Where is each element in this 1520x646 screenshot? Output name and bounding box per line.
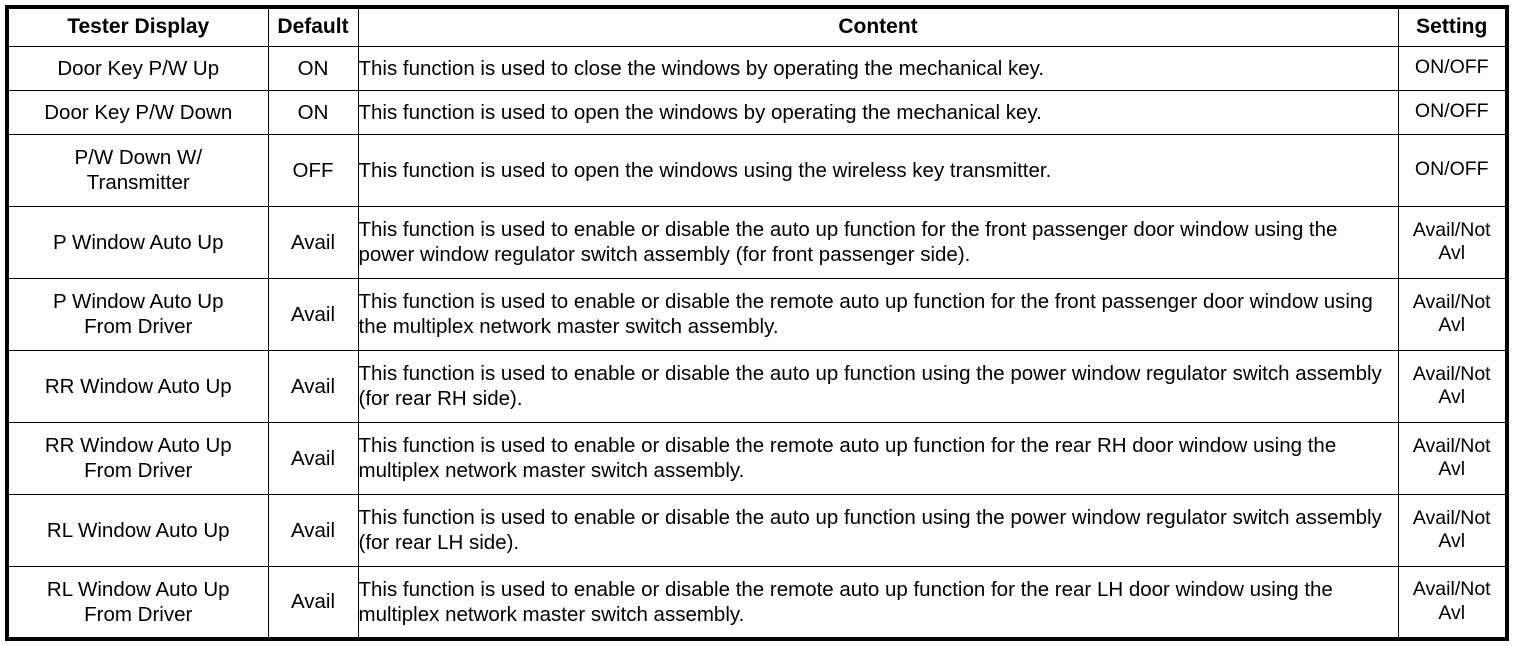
cell-tester-display: P Window Auto Up [6, 205, 269, 279]
cell-setting: Avail/Not Avl [1397, 421, 1508, 495]
cell-setting-line1: Avail/Not [1412, 578, 1491, 601]
cell-default: Avail [267, 349, 359, 423]
column-header-setting: Setting [1397, 6, 1508, 47]
table-row: Door Key P/W Up ON This function is used… [6, 45, 1508, 91]
cell-content: This function is used to open the window… [357, 133, 1399, 207]
cell-setting-line1: Avail/Not [1412, 218, 1491, 241]
table-row: P Window Auto Up Avail This function is … [6, 205, 1508, 279]
table-row: Door Key P/W Down ON This function is us… [6, 89, 1508, 135]
table-header: Tester Display Default Content Setting [6, 6, 1508, 47]
cell-default: Avail [267, 205, 359, 279]
cell-default: ON [267, 89, 359, 135]
cell-setting-line1: Avail/Not [1412, 434, 1491, 457]
cell-default: Avail [267, 493, 359, 567]
cell-setting: Avail/Not Avl [1397, 349, 1508, 423]
cell-tester-display-line2: Transmitter [86, 171, 190, 194]
cell-tester-display: RR Window Auto Up From Driver [6, 421, 269, 495]
cell-setting-line1: Avail/Not [1412, 362, 1491, 385]
column-header-default: Default [267, 6, 359, 47]
cell-tester-display: Door Key P/W Down [6, 89, 269, 135]
spec-table-container: Tester Display Default Content Setting D… [5, 5, 1509, 641]
cell-setting: ON/OFF [1397, 133, 1508, 207]
cell-default: OFF [267, 133, 359, 207]
table-row: RR Window Auto Up Avail This function is… [6, 349, 1508, 423]
cell-content: This function is used to enable or disab… [357, 277, 1399, 351]
cell-setting-line1: Avail/Not [1412, 290, 1491, 313]
cell-tester-display-line1: P Window Auto Up [52, 290, 224, 313]
cell-tester-display: RL Window Auto Up From Driver [6, 565, 269, 640]
cell-tester-display-line1: RL Window Auto Up [46, 577, 230, 601]
customize-parameters-table: Tester Display Default Content Setting D… [5, 5, 1509, 641]
cell-setting-line2: Avl [1438, 314, 1466, 336]
cell-setting-line2: Avl [1438, 242, 1466, 264]
cell-tester-display: RR Window Auto Up [6, 349, 269, 423]
cell-default: Avail [267, 421, 359, 495]
cell-content: This function is used to enable or disab… [357, 421, 1399, 495]
table-row: RL Window Auto Up Avail This function is… [6, 493, 1508, 567]
cell-setting: Avail/Not Avl [1397, 277, 1508, 351]
column-header-tester-display: Tester Display [6, 6, 269, 47]
cell-setting-line2: Avl [1438, 601, 1466, 624]
cell-tester-display: P Window Auto Up From Driver [6, 277, 269, 351]
table-body: Door Key P/W Up ON This function is used… [6, 45, 1508, 640]
cell-content: This function is used to open the window… [357, 89, 1399, 135]
cell-setting-line2: Avl [1438, 458, 1466, 480]
column-header-content: Content [357, 6, 1399, 47]
cell-default: Avail [267, 277, 359, 351]
cell-default: ON [267, 45, 359, 91]
cell-tester-display: Door Key P/W Up [6, 45, 269, 91]
cell-content: This function is used to enable or disab… [357, 205, 1399, 279]
cell-setting-line1: Avail/Not [1412, 506, 1491, 529]
cell-setting-line2: Avl [1438, 530, 1466, 552]
cell-default: Avail [267, 565, 359, 640]
cell-setting: ON/OFF [1397, 45, 1508, 91]
cell-content: This function is used to close the windo… [357, 45, 1399, 91]
cell-tester-display-line1: P/W Down W/ [74, 146, 203, 169]
cell-setting-line2: Avl [1438, 386, 1466, 408]
cell-setting: Avail/Not Avl [1397, 493, 1508, 567]
cell-tester-display: P/W Down W/ Transmitter [6, 133, 269, 207]
cell-tester-display-line2: From Driver [84, 315, 193, 338]
table-header-row: Tester Display Default Content Setting [6, 6, 1508, 47]
table-row: P Window Auto Up From Driver Avail This … [6, 277, 1508, 351]
cell-tester-display-line1: RR Window Auto Up [44, 434, 232, 457]
cell-tester-display-line2: From Driver [84, 602, 193, 626]
cell-tester-display: RL Window Auto Up [6, 493, 269, 567]
cell-tester-display-line2: From Driver [84, 459, 193, 482]
table-row: RL Window Auto Up From Driver Avail This… [6, 565, 1508, 640]
cell-setting: ON/OFF [1397, 89, 1508, 135]
table-row: RR Window Auto Up From Driver Avail This… [6, 421, 1508, 495]
cell-content: This function is used to enable or disab… [357, 349, 1399, 423]
cell-setting: Avail/Not Avl [1397, 205, 1508, 279]
cell-content: This function is used to enable or disab… [357, 565, 1399, 640]
cell-content: This function is used to enable or disab… [357, 493, 1399, 567]
table-row: P/W Down W/ Transmitter OFF This functio… [6, 133, 1508, 207]
cell-setting: Avail/Not Avl [1397, 565, 1508, 640]
